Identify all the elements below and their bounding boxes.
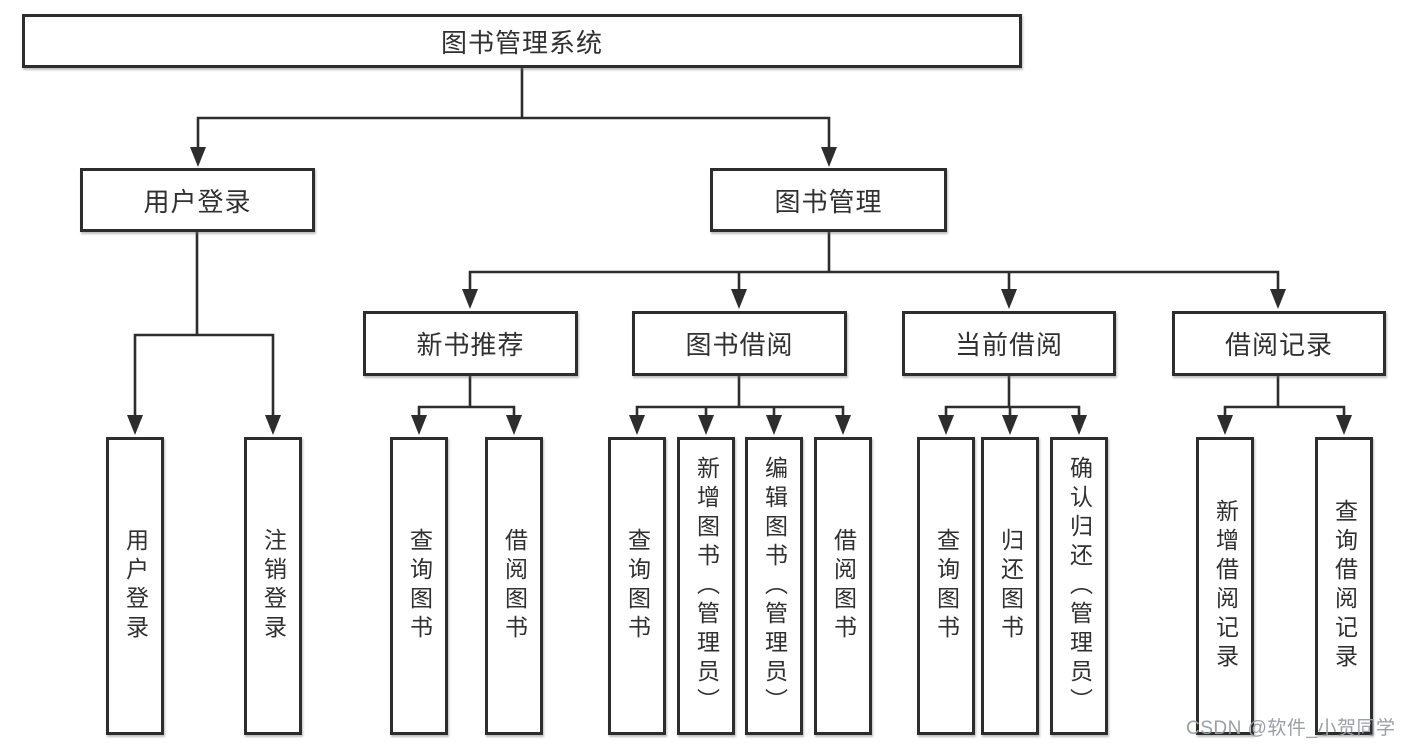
node-user-login: 用户登录	[80, 168, 315, 232]
leaf-cb-return-books: 归还图书	[981, 437, 1039, 735]
leaf-nb-query-books-label: 查询图书	[406, 528, 433, 644]
arrowhead-icon	[821, 147, 837, 167]
leaf-br-add-record: 新增借阅记录	[1196, 437, 1254, 735]
node-current-borrow-label: 当前借阅	[954, 330, 1063, 360]
node-book-management-label: 图书管理	[774, 186, 883, 217]
arrowhead-icon	[462, 289, 478, 309]
leaf-bb-query-books-label: 查询图书	[624, 528, 651, 644]
leaf-bb-borrow-books: 借阅图书	[814, 437, 872, 735]
arrowhead-icon	[766, 415, 782, 435]
node-current-borrow: 当前借阅	[902, 311, 1116, 376]
node-root-label: 图书管理系统	[440, 27, 603, 58]
leaf-user-login: 用户登录	[106, 437, 164, 735]
node-book-borrow-label: 图书借阅	[685, 330, 794, 360]
leaf-logout: 注销登录	[244, 437, 302, 735]
leaf-bb-edit-book-admin-label: 编辑图书（管理员）	[761, 455, 788, 717]
leaf-logout-label: 注销登录	[260, 528, 287, 644]
leaf-cb-query-books: 查询图书	[917, 437, 975, 735]
leaf-cb-return-books-label: 归还图书	[997, 528, 1024, 644]
leaf-user-login-label: 用户登录	[122, 528, 149, 644]
arrowhead-icon	[1217, 415, 1233, 435]
leaf-bb-edit-book-admin: 编辑图书（管理员）	[745, 437, 803, 735]
node-borrow-records: 借阅记录	[1172, 311, 1386, 376]
node-new-book-recommend-label: 新书推荐	[416, 330, 525, 360]
arrowhead-icon	[1336, 415, 1352, 435]
leaf-cb-confirm-return-admin-label: 确认归还（管理员）	[1066, 455, 1093, 717]
arrowhead-icon	[629, 415, 645, 435]
arrowhead-icon	[411, 415, 427, 435]
connector-path	[133, 68, 1346, 422]
arrowhead-icon	[938, 415, 954, 435]
node-book-borrow: 图书借阅	[632, 311, 847, 376]
leaf-bb-add-book-admin: 新增图书（管理员）	[677, 437, 735, 735]
leaf-br-query-record: 查询借阅记录	[1315, 437, 1373, 735]
node-borrow-records-label: 借阅记录	[1224, 330, 1333, 360]
leaf-bb-add-book-admin-label: 新增图书（管理员）	[693, 455, 720, 717]
node-new-book-recommend: 新书推荐	[363, 311, 578, 376]
arrowhead-icon	[1071, 415, 1087, 435]
leaf-cb-query-books-label: 查询图书	[933, 528, 960, 644]
arrowhead-icon	[190, 147, 206, 167]
leaf-nb-borrow-books-label: 借阅图书	[501, 528, 528, 644]
arrowhead-icon	[835, 415, 851, 435]
node-user-login-label: 用户登录	[143, 186, 252, 217]
leaf-br-query-record-label: 查询借阅记录	[1331, 499, 1358, 673]
arrowhead-icon	[698, 415, 714, 435]
leaf-nb-query-books: 查询图书	[390, 437, 448, 735]
leaf-bb-borrow-books-label: 借阅图书	[830, 528, 857, 644]
arrowhead-icon	[731, 289, 747, 309]
arrowhead-icon	[1001, 289, 1017, 309]
watermark: CSDN @软件_小贺同学	[1186, 718, 1396, 739]
leaf-br-add-record-label: 新增借阅记录	[1212, 499, 1239, 673]
leaf-bb-query-books: 查询图书	[608, 437, 666, 735]
arrowhead-icon	[506, 415, 522, 435]
leaf-nb-borrow-books: 借阅图书	[485, 437, 543, 735]
node-book-management: 图书管理	[710, 168, 947, 232]
arrowhead-icon	[1002, 415, 1018, 435]
node-root: 图书管理系统	[22, 14, 1022, 68]
leaf-cb-confirm-return-admin: 确认归还（管理员）	[1050, 437, 1108, 735]
arrowhead-icon	[265, 415, 281, 435]
arrowhead-icon	[1270, 289, 1286, 309]
arrowhead-icon	[127, 415, 143, 435]
